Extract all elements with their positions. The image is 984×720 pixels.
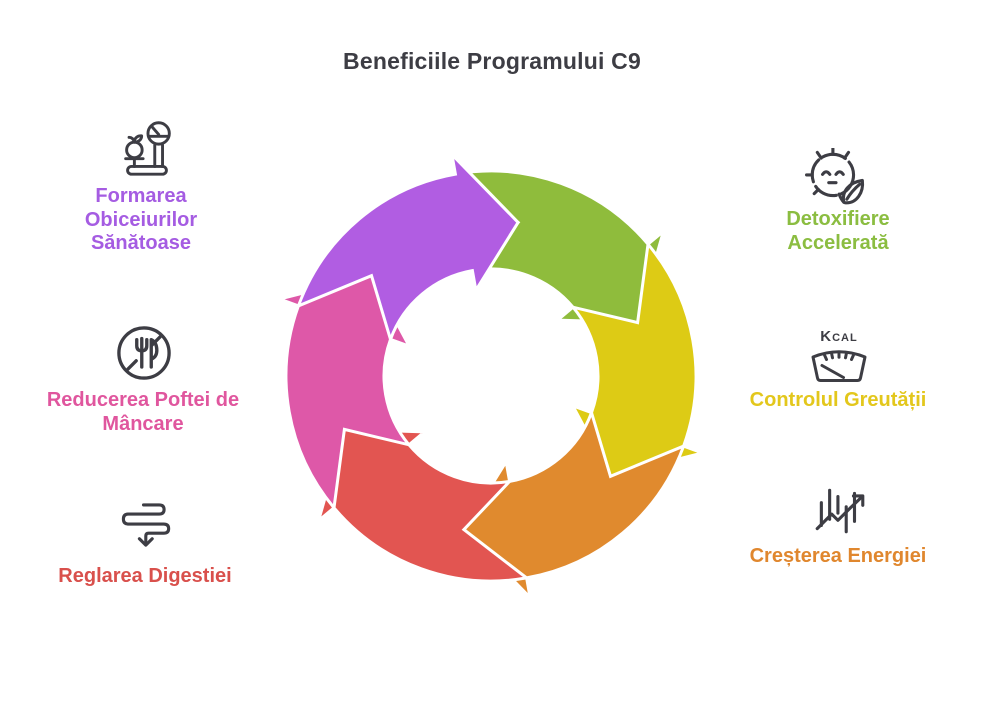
benefit-label-weight-control: Controlul Greutății bbox=[749, 389, 927, 411]
benefit-label-healthy-habits: Formarea Obiceiurilor Sănătoase bbox=[84, 185, 198, 255]
benefit-label-energy: Creșterea Energiei bbox=[749, 545, 927, 567]
growth-chart-icon bbox=[811, 482, 869, 540]
no-food-icon bbox=[115, 324, 173, 382]
intestine-arrow-icon bbox=[117, 495, 181, 555]
kcal-gauge-icon: Kcal bbox=[807, 326, 871, 384]
benefit-label-digestion: Reglarea Digestiei bbox=[58, 565, 232, 587]
cycle-segment-pink bbox=[274, 273, 414, 512]
cycle-segment-green bbox=[451, 169, 667, 325]
cycle-segment-yellow bbox=[568, 240, 708, 479]
face-leaf-icon bbox=[805, 148, 867, 206]
cycle-diagram bbox=[274, 149, 708, 603]
benefit-label-craving-reduction: Reducerea Poftei de Mâncare bbox=[46, 389, 240, 435]
cycle-segment-orange bbox=[462, 407, 687, 603]
scale-apple-icon bbox=[114, 116, 180, 180]
kcal-label: Kcal bbox=[820, 328, 857, 345]
benefit-label-detox: Detoxifiere Accelerată bbox=[786, 208, 890, 254]
cycle-segment-purple bbox=[295, 149, 520, 345]
page-title: Beneficiile Programului C9 bbox=[343, 48, 641, 74]
cycle-segment-red bbox=[315, 427, 531, 583]
